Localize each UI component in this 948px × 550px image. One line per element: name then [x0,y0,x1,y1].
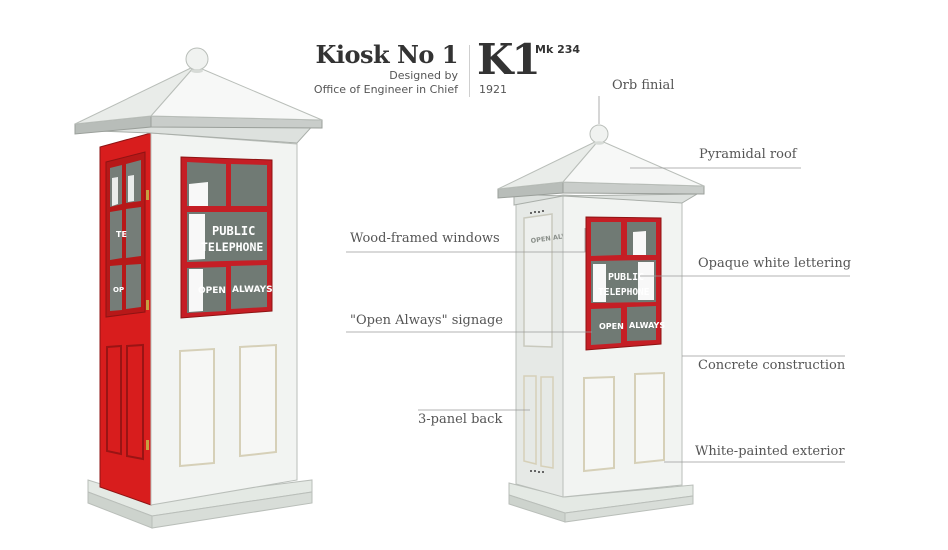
callout-wood-framed-windows: Wood-framed windows [350,231,500,246]
model-year: 1921 [479,83,507,96]
left-kiosk-front: PUBLIC TELEPHONE OPEN ALWAYS [150,132,298,506]
designed-by-label: Designed by [389,69,458,82]
callout-leader-lines [346,96,850,463]
callout-concrete-construction: Concrete construction [698,358,846,373]
right-lettering-always: ALWAYS [629,321,665,330]
right-lettering-open: OPEN [599,322,624,331]
header-divider [469,45,470,97]
front-lettering-open: OPEN [198,286,226,296]
callout-pyramidal-roof: Pyramidal roof [699,147,797,162]
front-lettering-always: ALWAYS [232,285,273,295]
left-door-lettering: TE [116,230,127,239]
callout-white-painted-exterior: White-painted exterior [695,444,845,459]
front-lettering-telephone: TELEPHONE [201,240,263,254]
callout-three-panel-back: 3-panel back [418,412,503,427]
model-number: K1 [477,35,541,84]
right-lettering-public: PUBLIC [608,272,644,283]
front-lettering-public: PUBLIC [212,224,255,238]
left-kiosk: TE OP [74,47,323,529]
right-kiosk-roof [497,124,705,206]
right-lettering-telephone: TELEPHONE [598,287,650,298]
callout-orb-finial: Orb finial [612,78,675,93]
right-kiosk-base [508,482,694,523]
left-kiosk-base [87,479,313,529]
right-kiosk: OPEN ALWAYS [497,124,705,523]
left-kiosk-roof [74,47,323,144]
designer-name: Office of Engineer in Chief [313,83,458,96]
leader-wood-framed-windows [346,228,586,253]
diagram-title: Kiosk No 1 [315,40,459,69]
callout-opaque-white-lettering: Opaque white lettering [698,256,852,271]
callout-open-always-signage: "Open Always" signage [350,313,503,328]
left-door-open-lettering: OP [113,286,124,294]
left-kiosk-red-door: TE OP [99,132,152,506]
right-kiosk-front: PUBLIC TELEPHONE OPEN ALWAYS [562,194,683,498]
model-mark: Mk 234 [535,43,581,56]
